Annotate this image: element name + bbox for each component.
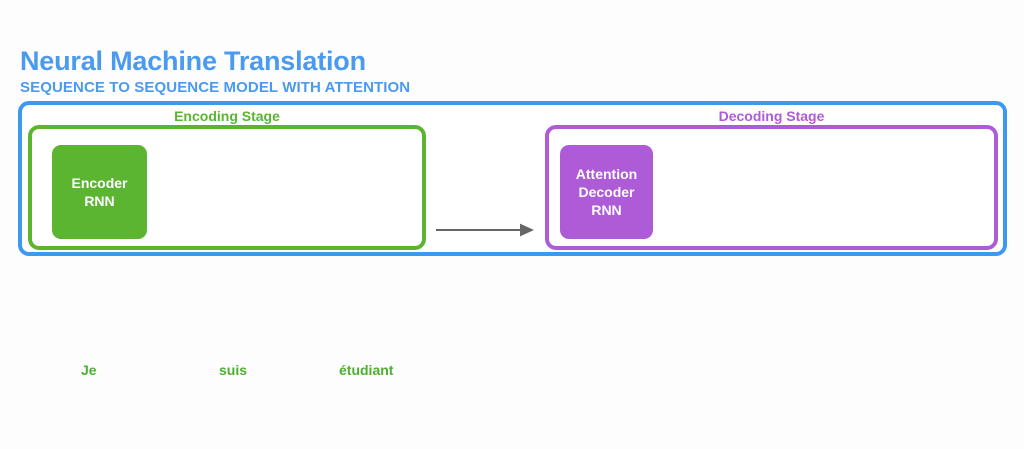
encoder-rnn-cell[interactable]: Encoder RNN xyxy=(52,145,147,239)
page-title: Neural Machine Translation xyxy=(20,46,366,76)
attention-decoder-rnn-cell[interactable]: Attention Decoder RNN xyxy=(560,145,653,239)
encoder-to-decoder-arrow-icon xyxy=(436,223,534,237)
encoding-stage-label: Encoding Stage xyxy=(174,108,280,124)
decoding-stage-label: Decoding Stage xyxy=(718,108,825,124)
output-word: suis xyxy=(219,362,248,378)
page-subtitle: SEQUENCE TO SEQUENCE MODEL WITH ATTENTIO… xyxy=(20,79,411,96)
output-word: étudiant xyxy=(339,362,394,378)
output-word: Je xyxy=(81,362,97,378)
